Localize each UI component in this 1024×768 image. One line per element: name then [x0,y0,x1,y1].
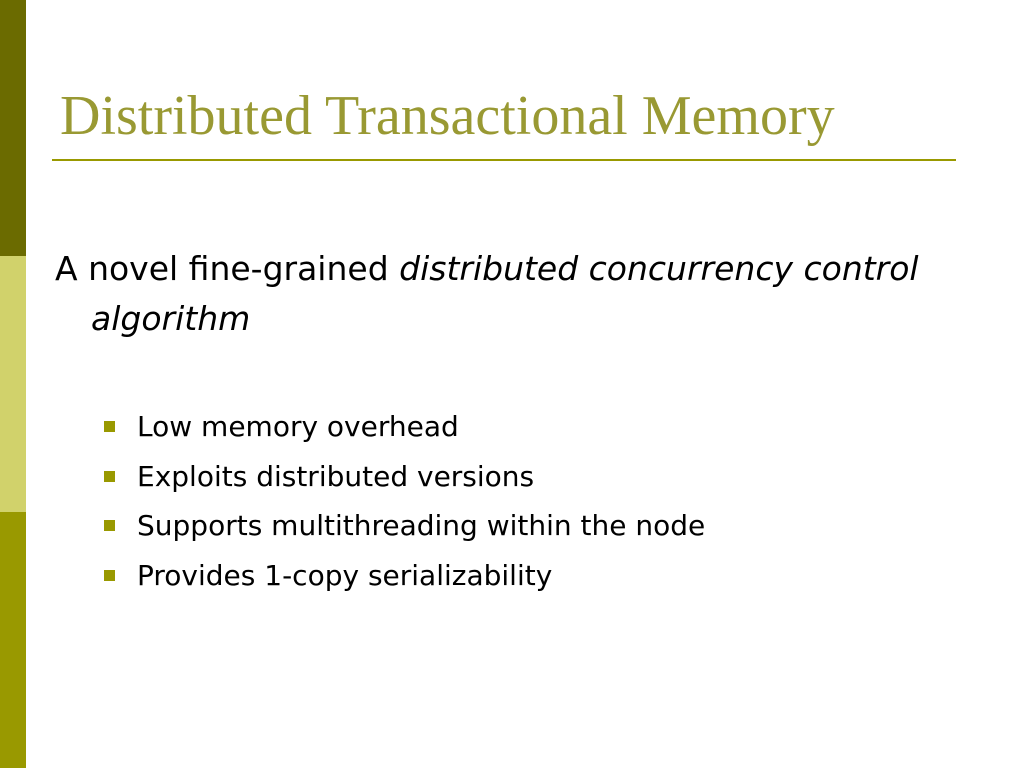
lead-italic-text: distributed concurrency control algorith… [91,249,919,338]
slide-title: Distributed Transactional Memory [60,85,835,147]
square-bullet-icon [104,520,115,532]
side-accent-bar [0,0,26,768]
list-item: Provides 1-copy serializability [104,551,705,601]
square-bullet-icon [104,569,115,581]
list-item: Low memory overhead [104,402,705,452]
side-bar-bottom-segment [0,512,26,768]
bullet-text: Provides 1-copy serializability [137,558,553,592]
list-item: Supports multithreading within the node [104,501,705,551]
list-item: Exploits distributed versions [104,452,705,502]
bullet-text: Low memory overhead [137,410,459,444]
side-bar-middle-segment [0,256,26,512]
bullet-text: Exploits distributed versions [137,459,535,493]
bullet-text: Supports multithreading within the node [137,509,706,543]
lead-paragraph: A novel fine-grained distributed concurr… [55,244,991,344]
side-bar-top-segment [0,0,26,256]
square-bullet-icon [104,421,115,433]
square-bullet-icon [104,470,115,482]
bullet-list: Low memory overhead Exploits distributed… [104,402,705,600]
title-underline-rule [52,159,956,161]
lead-plain-text: A novel fine-grained [55,249,400,288]
